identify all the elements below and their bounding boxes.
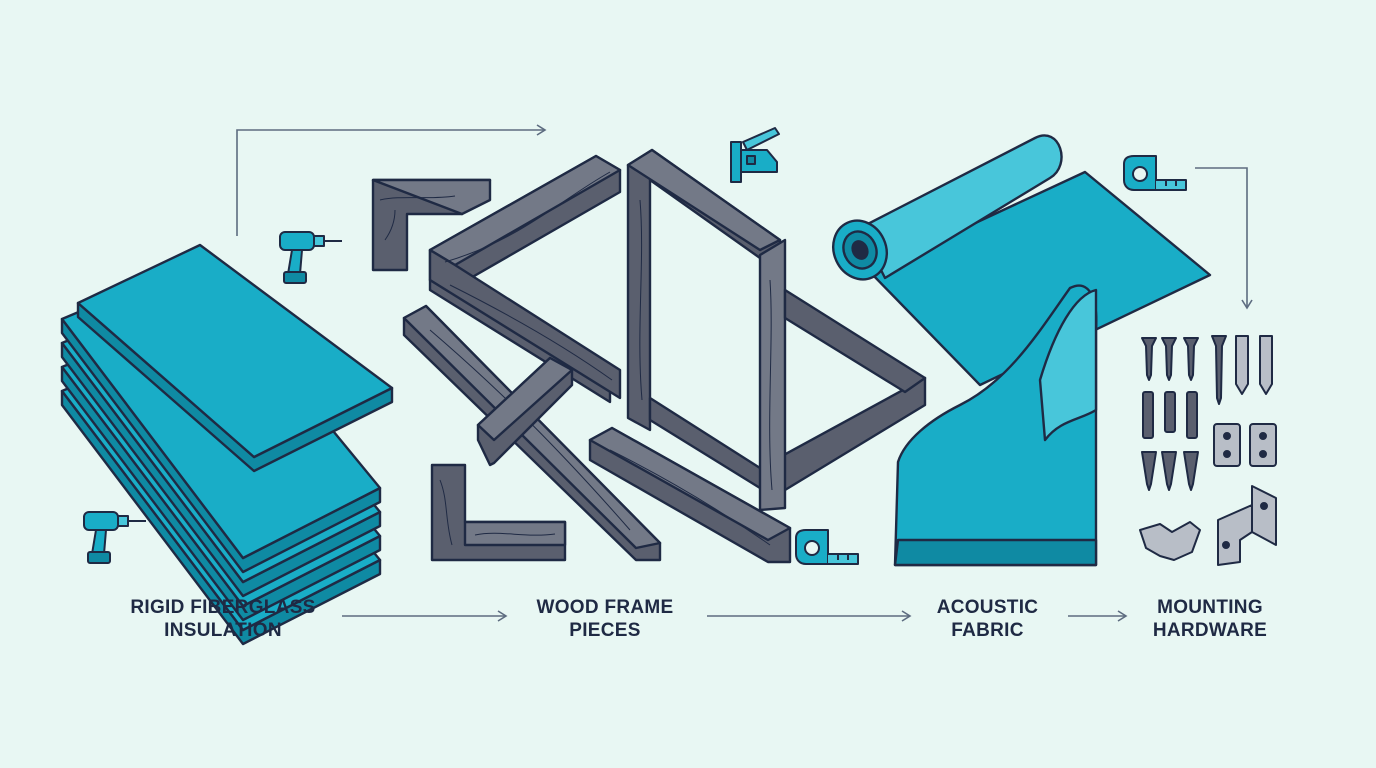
tape-measure-icon [795, 529, 859, 565]
z-clip [1139, 521, 1201, 561]
wood-frame-pieces [371, 148, 927, 564]
wood-corner [430, 463, 567, 562]
step-label-line: FABRIC [951, 620, 1024, 641]
mending-plates [1213, 423, 1277, 467]
mounting-hardware [1139, 335, 1277, 566]
step-label-fabric: ACOUSTIC FABRIC [900, 596, 1075, 642]
step-label-line: HARDWARE [1152, 620, 1268, 641]
step-label-line: INSULATION [164, 620, 282, 641]
bolt-row [1142, 391, 1198, 439]
insulation-board [76, 243, 394, 473]
step-label-hardware: MOUNTING HARDWARE [1120, 596, 1300, 642]
acoustic-fabric [832, 134, 1212, 567]
wood-frame [626, 148, 927, 512]
step-label-line: PIECES [569, 620, 641, 641]
top-arrow [236, 124, 547, 236]
step-label-wood-frame: WOOD FRAME PIECES [500, 596, 710, 642]
small-screws [1141, 451, 1199, 491]
wood-board [588, 426, 792, 564]
step-label-line: MOUNTING [1157, 597, 1263, 618]
step-label-line: RIGID FIBERGLASS [130, 597, 316, 618]
step-label-line: ACOUSTIC [936, 597, 1039, 618]
tape-measure-icon [1123, 155, 1187, 191]
step-label-insulation: RIGID FIBERGLASS INSULATION [98, 596, 348, 642]
fabric-roll [832, 134, 1212, 387]
drill-icon [83, 511, 146, 564]
wall-anchors [1235, 335, 1273, 395]
screw-row [1141, 335, 1227, 405]
wood-board [402, 304, 662, 562]
wood-corner [371, 178, 492, 272]
wood-board [476, 356, 574, 467]
drill-icon [279, 231, 342, 284]
flow-arrows [236, 124, 1253, 622]
fabric-sheet [893, 284, 1098, 567]
insulation-stack [60, 243, 394, 646]
angle-bracket [1217, 485, 1277, 566]
right-arrow [1195, 167, 1253, 310]
step-label-line: WOOD FRAME [536, 597, 674, 618]
staple-gun-icon [730, 127, 780, 183]
